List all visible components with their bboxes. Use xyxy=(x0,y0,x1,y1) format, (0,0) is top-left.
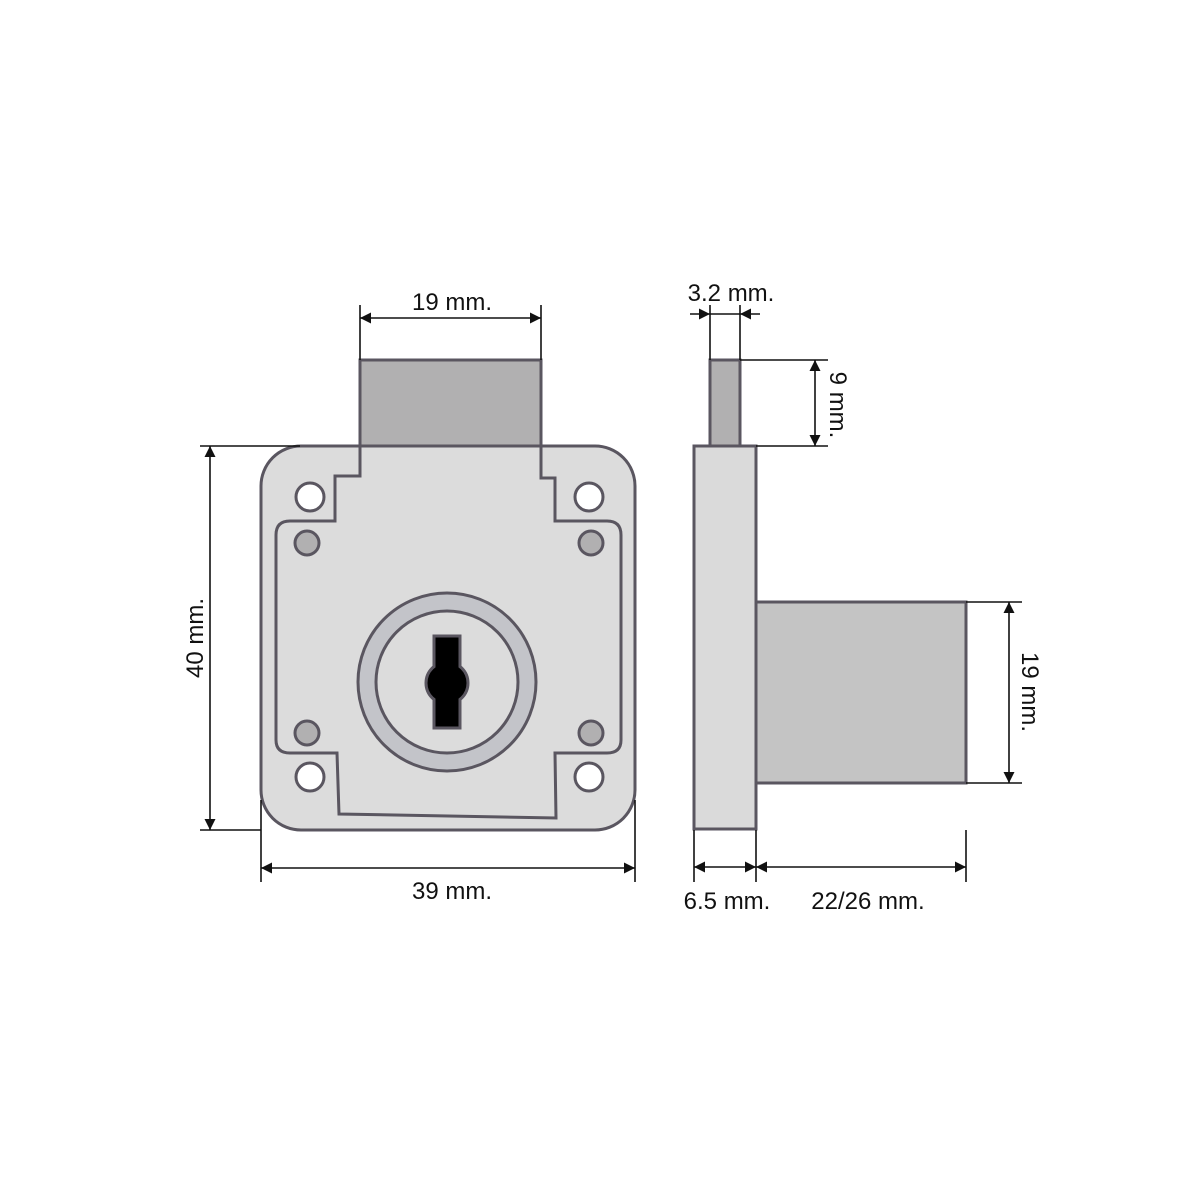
label-front-height: 40 mm. xyxy=(182,598,209,678)
side-plate xyxy=(692,444,758,831)
side-view xyxy=(692,358,968,831)
rivet xyxy=(577,719,605,747)
label-front-width: 39 mm. xyxy=(412,878,492,905)
mounting-hole xyxy=(573,481,605,513)
mounting-holes xyxy=(294,481,605,793)
front-view xyxy=(259,358,637,832)
label-bolt-height: 19 mm. xyxy=(1016,652,1043,732)
label-pin-height: 9 mm. xyxy=(824,372,851,439)
rivets xyxy=(293,529,605,747)
front-bolt xyxy=(358,358,543,448)
rivet xyxy=(577,529,605,557)
label-body-depth: 22/26 mm. xyxy=(811,888,924,915)
dimension-lines xyxy=(200,305,1022,882)
side-pin xyxy=(708,358,742,448)
mounting-hole xyxy=(573,761,605,793)
plate-inner-outline xyxy=(274,446,623,820)
label-pin-thickness: 3.2 mm. xyxy=(688,280,775,307)
mounting-hole xyxy=(294,761,326,793)
label-front-bolt-width: 19 mm. xyxy=(412,289,492,316)
keyhole-icon xyxy=(424,634,470,730)
rivet xyxy=(293,529,321,557)
mounting-hole xyxy=(294,481,326,513)
side-body xyxy=(754,600,968,785)
label-plate-thickness: 6.5 mm. xyxy=(684,888,771,915)
rivet xyxy=(293,719,321,747)
